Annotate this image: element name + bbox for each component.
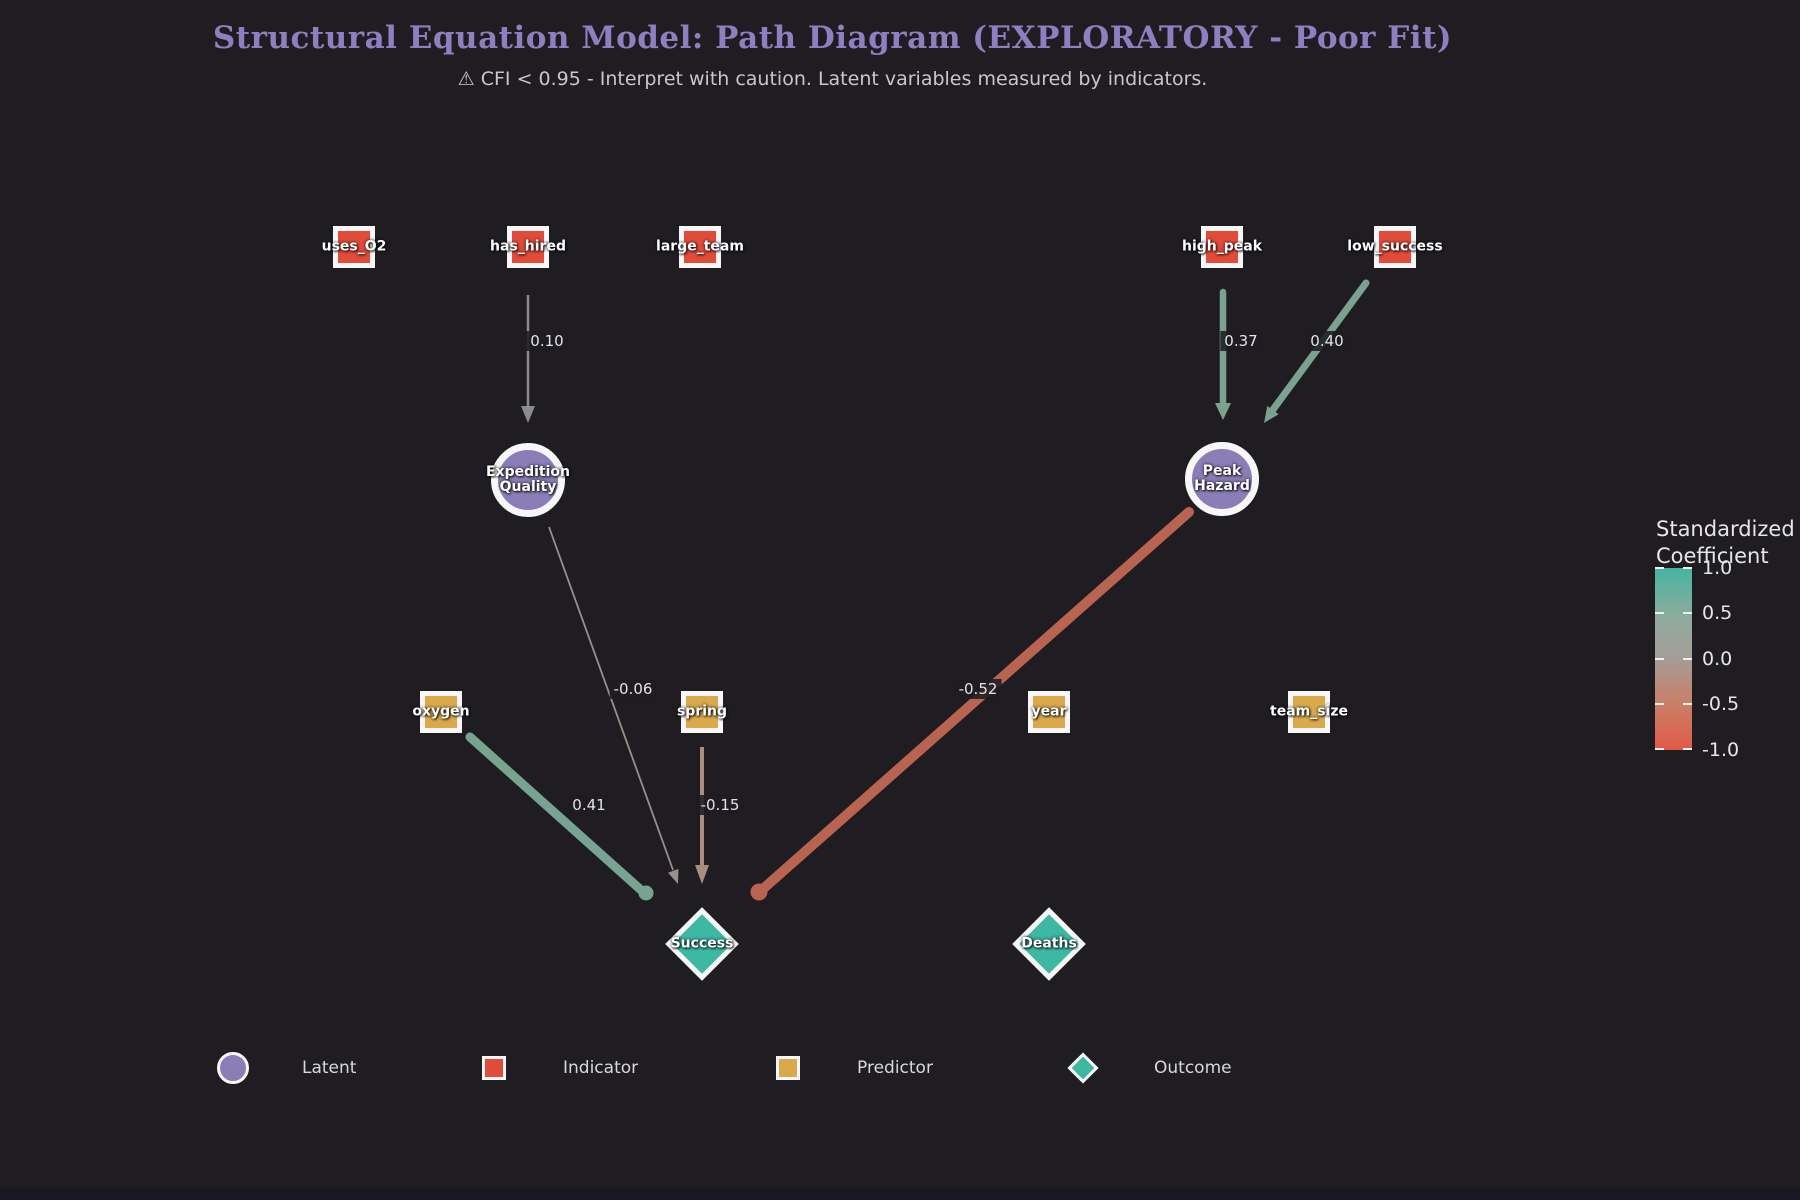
colorbar-title: Standardized Coefficient	[1656, 517, 1795, 568]
arrowhead-success-1	[668, 868, 679, 884]
node-label: spring	[676, 703, 728, 720]
arrowhead-expedition-quality	[521, 406, 535, 423]
colorbar-tick-label: 0.0	[1702, 648, 1733, 670]
node-label: year	[1031, 703, 1067, 720]
legend-label-latent: Latent	[302, 1058, 357, 1078]
latent-label-line2: Quality	[499, 479, 557, 495]
coef-label--0.52: -0.52	[954, 679, 1002, 699]
coef-label-0.37: 0.37	[1220, 331, 1262, 351]
colorbar-tick-mark	[1655, 703, 1664, 705]
coef-label-0.41: 0.41	[568, 795, 610, 815]
node-label: uses_O2	[321, 238, 387, 255]
arrowhead-success-3	[695, 865, 709, 884]
legend-marker-predictor	[776, 1056, 800, 1080]
arrowhead-success-4	[750, 883, 768, 901]
latent-label-line1: Peak	[1202, 463, 1242, 479]
colorbar-tick-mark	[1683, 567, 1692, 569]
arrowhead-peak-hazard-1	[1215, 403, 1231, 420]
coef-label--0.15: -0.15	[696, 795, 744, 815]
colorbar-tick-mark	[1683, 748, 1692, 750]
node-label: team_size	[1270, 703, 1348, 720]
colorbar-tick-mark	[1683, 703, 1692, 705]
legend-label-outcome: Outcome	[1154, 1058, 1232, 1078]
colorbar-tick-label: -0.5	[1702, 693, 1740, 715]
node-label: oxygen	[412, 703, 470, 720]
colorbar-tick-label: -1.0	[1702, 739, 1740, 761]
legend-label-predictor: Predictor	[857, 1058, 933, 1078]
legend-marker-latent	[217, 1052, 249, 1084]
node-indicator-large_team: large_team	[656, 226, 744, 268]
colorbar-tick-mark	[1655, 567, 1664, 569]
figure-subtitle: ⚠ CFI < 0.95 - Interpret with caution. L…	[457, 68, 1208, 90]
node-indicator-high_peak: high_peak	[1182, 226, 1262, 268]
node-predictor-spring: spring	[677, 691, 727, 733]
arrowhead-peak-hazard-2	[1264, 406, 1279, 423]
latent-label-line1: Expedition	[485, 464, 571, 480]
node-label: Deaths	[1021, 935, 1077, 952]
arrowhead-success-2	[638, 885, 654, 901]
node-label: Success	[670, 935, 734, 952]
node-predictor-year: year	[1028, 691, 1070, 733]
node-indicator-low_success: low_success	[1347, 226, 1443, 268]
node-indicator-uses_O2: uses_O2	[322, 226, 386, 268]
node-predictor-oxygen: oxygen	[412, 691, 470, 733]
node-label: has_hired	[490, 238, 566, 255]
colorbar-tick-mark	[1655, 748, 1664, 750]
colorbar-tick-label: 0.5	[1702, 602, 1733, 624]
coef-label-0.40: 0.40	[1306, 331, 1348, 351]
legend-label-indicator: Indicator	[563, 1058, 639, 1078]
node-predictor-team_size: team_size	[1270, 691, 1348, 733]
latent-label-line2: Hazard	[1194, 478, 1250, 494]
edge-oxygen-success	[465, 732, 646, 895]
edge-peak-hazard-success	[759, 507, 1194, 893]
node-label: high_peak	[1181, 238, 1263, 255]
legend-marker-indicator	[482, 1056, 506, 1080]
colorbar-tick-mark	[1683, 612, 1692, 614]
node-label: large_team	[656, 238, 744, 255]
node-indicator-has_hired: has_hired	[490, 226, 566, 268]
coef-label-0.10: 0.10	[526, 331, 568, 351]
colorbar-tick-mark	[1655, 612, 1664, 614]
colorbar-tick-label: 1.0	[1702, 557, 1733, 579]
figure-bottom-edge	[0, 1188, 1800, 1200]
colorbar-tick-mark	[1655, 658, 1664, 660]
colorbar-tick-mark	[1683, 658, 1692, 660]
coef-label--0.06: -0.06	[609, 679, 657, 699]
node-label: low_success	[1347, 238, 1443, 255]
figure-title: Structural Equation Model: Path Diagram …	[212, 20, 1453, 56]
